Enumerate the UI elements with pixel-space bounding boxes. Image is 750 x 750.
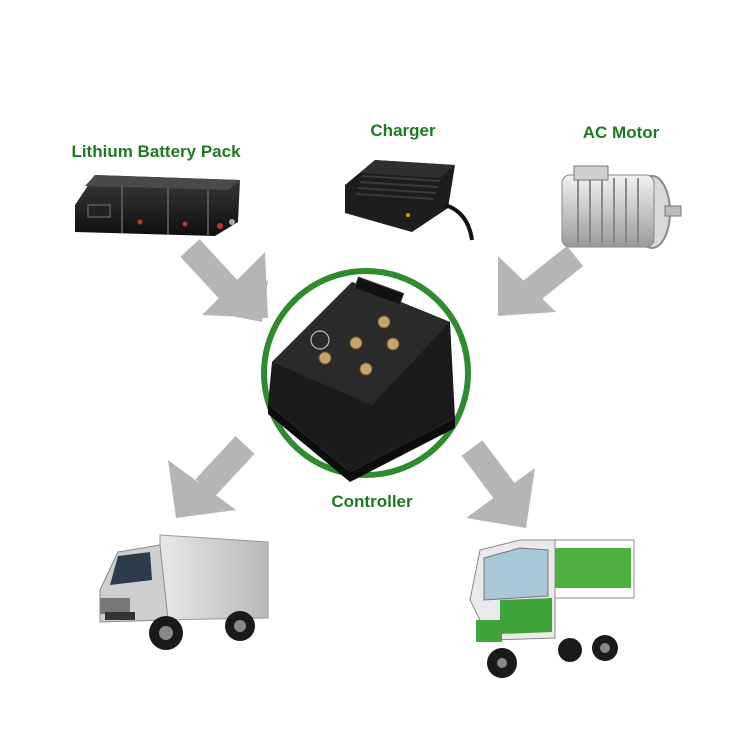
arrow-controller-to-truck	[168, 436, 255, 518]
charger-icon	[345, 160, 474, 241]
arrow-motor-to-controller	[498, 245, 584, 316]
battery-pack-icon	[75, 175, 240, 236]
battery-label: Lithium Battery Pack	[71, 142, 241, 161]
delivery-truck-icon	[99, 534, 269, 650]
charger-label: Charger	[370, 121, 436, 140]
controller-icon	[261, 268, 471, 482]
ac-motor-icon	[561, 165, 682, 249]
electric-tricycle-icon	[469, 539, 635, 678]
motor-label: AC Motor	[582, 123, 660, 142]
arrow-controller-to-tricycle	[461, 440, 535, 528]
controller-label: Controller	[331, 492, 413, 511]
arrow-battery-to-controller	[180, 239, 268, 322]
